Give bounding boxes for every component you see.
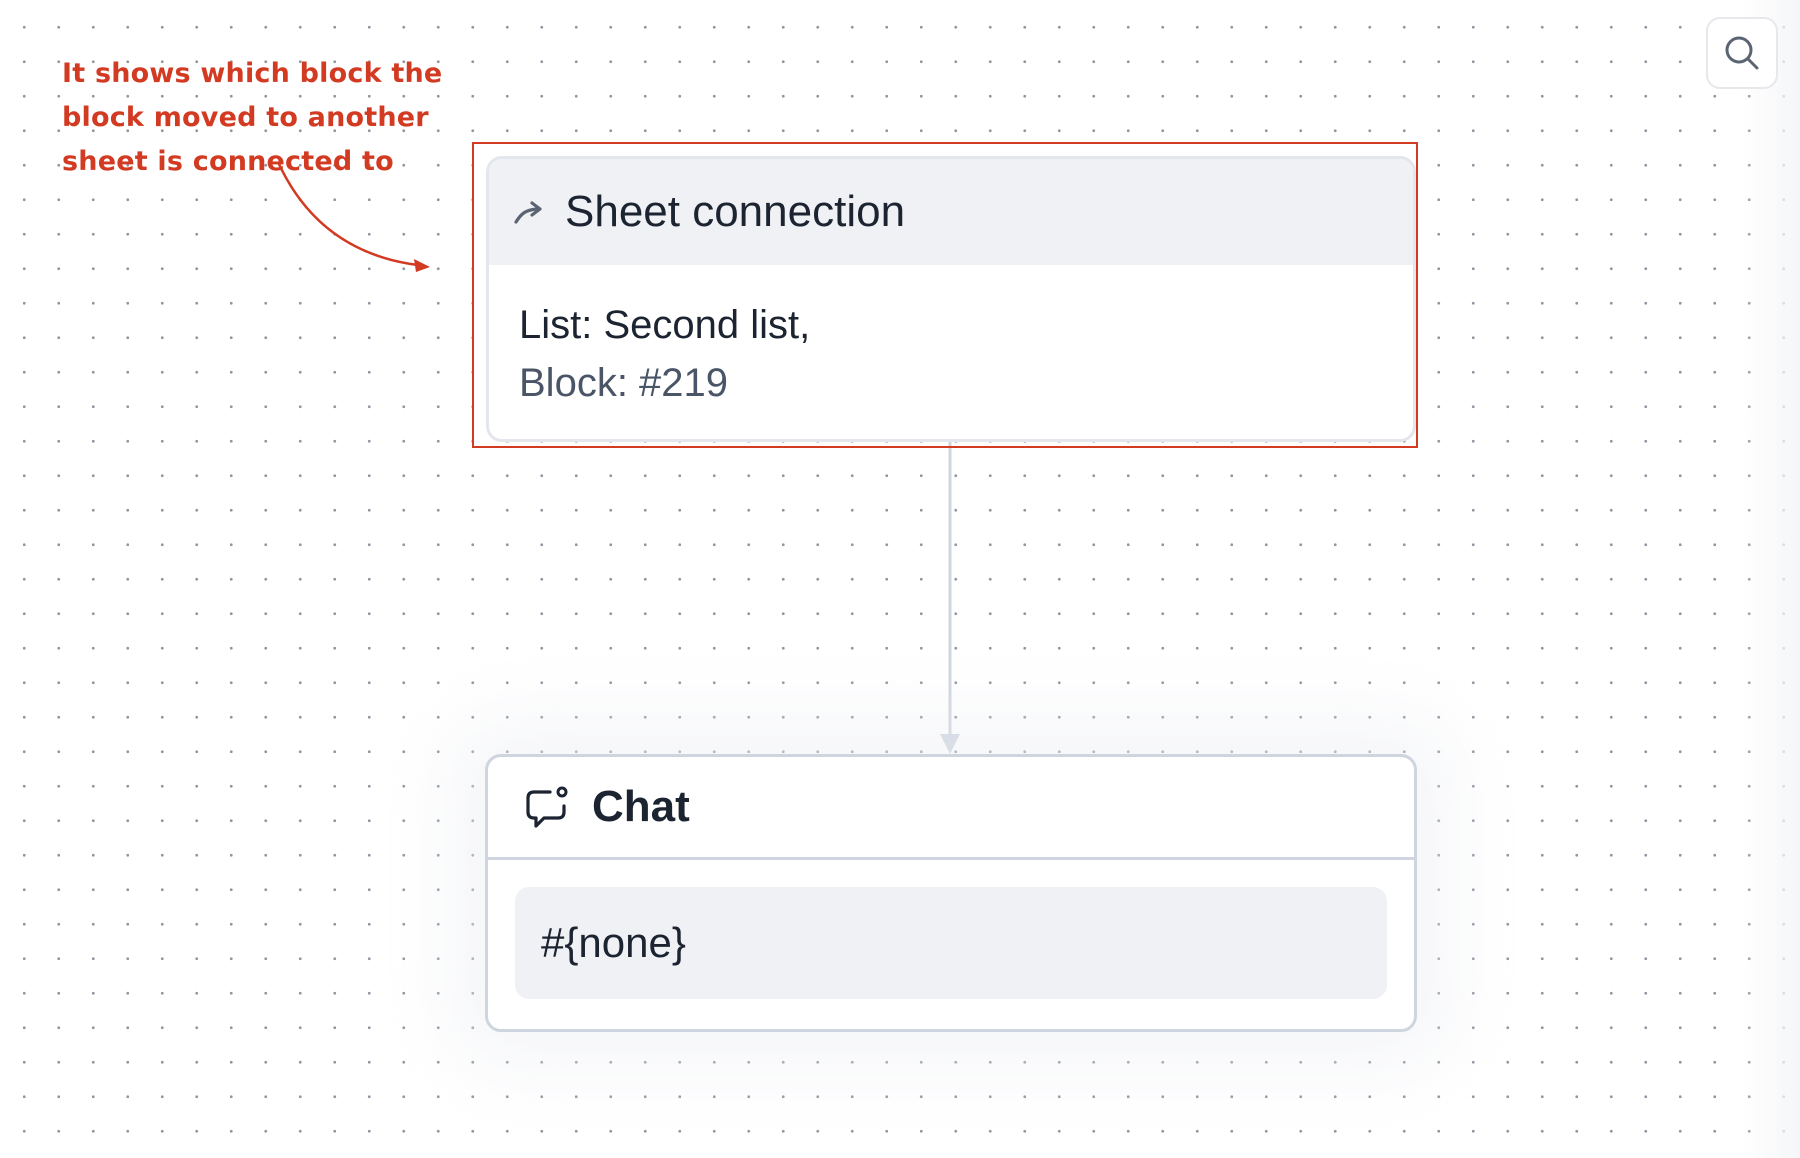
connected-block-label[interactable]: Block: #219 — [519, 361, 729, 405]
connected-list-label: List: Second list, — [519, 303, 811, 347]
chat-message[interactable]: #{none} — [515, 887, 1387, 999]
annotation-line-1: It shows which block the — [62, 58, 443, 89]
annotation-highlight-frame — [472, 142, 1418, 448]
annotation-arrow — [276, 161, 430, 272]
chat-node[interactable]: Chat #{none} — [485, 754, 1417, 1032]
arrow-turn-up-right-icon — [514, 201, 542, 224]
chat-body: #{none} — [488, 860, 1414, 999]
canvas-edge-shade — [1740, 0, 1800, 1158]
search-icon — [1725, 36, 1759, 70]
search-button[interactable] — [1706, 17, 1778, 89]
sheet-connection-body: List: Second list, Block: #219 — [489, 265, 1413, 413]
sheet-connection-title: Sheet connection — [565, 187, 906, 236]
annotation-line-3: sheet is connected to — [62, 146, 394, 177]
sheet-connection-node[interactable]: Sheet connection List: Second list, Bloc… — [486, 156, 1416, 442]
annotation-note: It shows which block the block moved to … — [62, 52, 482, 184]
annotation-line-2: block moved to another — [62, 102, 429, 133]
chat-bubble-icon — [526, 786, 568, 828]
chat-header: Chat — [488, 757, 1414, 860]
sheet-connection-header: Sheet connection — [489, 159, 1413, 265]
chat-title: Chat — [592, 782, 690, 831]
